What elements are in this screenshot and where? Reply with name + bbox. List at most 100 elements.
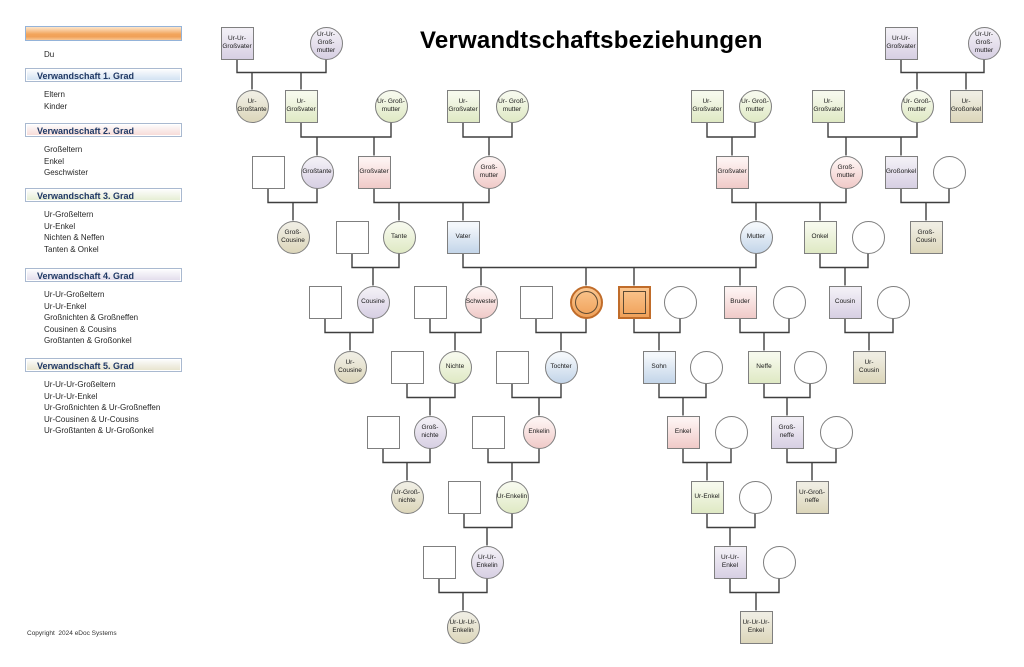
- family-connector: [658, 383, 707, 416]
- legend-item: Großeltern: [44, 145, 83, 154]
- tree-node-ur-grossvater-2: Ur- Großvater: [446, 89, 480, 123]
- legend-item: Ur-Ur-Großeltern: [44, 290, 105, 299]
- tree-node-ur-grossmutter-4: Ur- Groß- mutter: [900, 89, 934, 123]
- legend-item: Ur-Ur-Ur-Enkel: [44, 391, 98, 401]
- node-label: Bruder: [730, 297, 750, 305]
- tree-node-gross-cousin: Groß- Cousin: [909, 220, 943, 254]
- family-connector: [786, 448, 837, 481]
- node-label: Ur-Ur- Großvater: [886, 34, 916, 50]
- tree-node-partnerin-onkel: [851, 220, 885, 254]
- tree-node-mutter: Mutter: [739, 220, 773, 254]
- family-connector: [739, 318, 790, 351]
- node-label: Ur- Großvater: [813, 97, 843, 113]
- node-label: Ur-Ur- Enkelin: [476, 553, 498, 569]
- legend-item: Ur-Großeltern: [44, 210, 94, 219]
- tree-node-onkel: Onkel: [803, 220, 837, 254]
- legend-item: Großtanten & Großonkel: [44, 336, 132, 345]
- legend-item: Eltern: [44, 90, 65, 99]
- tree-node-partnerin-du-maennlich: [663, 285, 697, 319]
- node-label: Ur- Großvater: [448, 97, 478, 113]
- node-label: Ur-Ur- Großvater: [222, 34, 252, 50]
- family-connector: [462, 253, 757, 286]
- legend-group-title-grad-3: Verwandschaft 3. Grad: [25, 188, 182, 202]
- node-label: Ur- Groß- mutter: [377, 97, 405, 113]
- tree-node-grossvater-rechts: Großvater: [715, 155, 749, 189]
- tree-node-partnerin-ur-ur-enkel: [762, 545, 796, 579]
- tree-node-ur-enkelin: Ur-Enkelin: [495, 480, 529, 514]
- tree-node-ur-ur-grossvater-links: Ur-Ur- Großvater: [220, 26, 254, 60]
- node-label: Ur- Groß- mutter: [903, 97, 931, 113]
- legend-item: Ur-Enkel: [44, 221, 76, 231]
- node-label: Nichte: [445, 362, 465, 370]
- tree-node-partner-nichte: [390, 350, 424, 384]
- node-label: Groß- neffe: [778, 423, 796, 439]
- tree-node-ur-ur-ur-enkel: Ur-Ur-Ur- Enkel: [739, 610, 773, 644]
- tree-node-grossonkel: Großonkel: [884, 155, 918, 189]
- tree-node-schwester: Schwester: [464, 285, 498, 319]
- tree-node-ur-grossneffe: Ur-Groß- neffe: [795, 480, 829, 514]
- node-label: Enkelin: [528, 427, 550, 435]
- tree-node-partnerin-cousin: [876, 285, 910, 319]
- legend-item: Enkel: [44, 156, 65, 166]
- tree-node-partner-ur-enkelin: [447, 480, 481, 514]
- family-connector: [900, 188, 950, 221]
- tree-node-ur-grossvater-3: Ur- Großvater: [690, 89, 724, 123]
- tree-node-ur-ur-enkelin: Ur-Ur- Enkelin: [470, 545, 504, 579]
- tree-node-grossvater-links: Großvater: [357, 155, 391, 189]
- tree-node-neffe: Neffe: [747, 350, 781, 384]
- tree-node-tante: Tante: [382, 220, 416, 254]
- tree-node-partnerin-enkel: [714, 415, 748, 449]
- legend-item: Cousinen & Cousins: [44, 324, 117, 334]
- node-label: Mutter: [746, 232, 766, 240]
- legend-group-title-grad-2: Verwandschaft 2. Grad: [25, 123, 182, 137]
- node-label: Schwester: [465, 297, 497, 305]
- family-connector: [731, 188, 847, 221]
- family-connector: [267, 188, 318, 221]
- family-connector: [373, 188, 490, 221]
- page-title: Verwandtschaftsbeziehungen: [420, 27, 763, 54]
- tree-node-ur-grossonkel: Ur- Großonkel: [949, 89, 983, 123]
- tree-node-partnerin-grossneffe: [819, 415, 853, 449]
- tree-node-ur-grossmutter-1: Ur- Groß- mutter: [374, 89, 408, 123]
- legend-item: Ur-Großnichten & Ur-Großneffen: [44, 403, 161, 412]
- family-connector: [706, 513, 756, 546]
- family-connector: [729, 578, 780, 611]
- family-connector: [351, 253, 400, 286]
- node-label: Ur-Ur- Groß- mutter: [974, 30, 994, 55]
- node-label: Ur- Groß- mutter: [741, 97, 769, 113]
- du-color-bar: [25, 26, 182, 41]
- legend-item: Ur-Ur-Ur-Großeltern: [44, 380, 116, 389]
- tree-node-ur-grossvater-1: Ur- Großvater: [284, 89, 318, 123]
- family-connector: [324, 318, 374, 351]
- tree-node-grossnichte: Groß- nichte: [413, 415, 447, 449]
- family-connector: [429, 318, 482, 351]
- tree-node-partner-ur-ur-enkelin: [422, 545, 456, 579]
- tree-node-partnerin-ur-enkel: [738, 480, 772, 514]
- family-connector: [682, 448, 732, 481]
- node-label: Ur-Enkelin: [496, 492, 528, 500]
- family-connector: [462, 122, 513, 156]
- tree-node-ur-enkel: Ur-Enkel: [690, 480, 724, 514]
- family-connector: [382, 448, 431, 481]
- tree-node-bruder: Bruder: [723, 285, 757, 319]
- tree-node-ur-ur-ur-enkelin: Ur-Ur-Ur- Enkelin: [446, 610, 480, 644]
- tree-node-partner-tante: [335, 220, 369, 254]
- node-label: Ur-Groß- nichte: [394, 488, 420, 504]
- node-label: Enkel: [674, 427, 692, 435]
- node-label: Cousine: [361, 297, 385, 305]
- node-label: Ur- Cousin: [858, 358, 880, 374]
- family-connector: [844, 318, 894, 351]
- tree-node-vater: Vater: [446, 220, 480, 254]
- family-connector: [535, 318, 587, 351]
- tree-node-cousin: Cousin: [828, 285, 862, 319]
- family-connector: [819, 253, 869, 286]
- family-connector: [236, 59, 327, 90]
- family-connector: [633, 318, 681, 351]
- family-connector: [487, 448, 540, 481]
- tree-node-partnerin-neffe: [793, 350, 827, 384]
- node-label: Ur- Großvater: [692, 97, 722, 113]
- node-label: Vater: [455, 232, 471, 240]
- family-connector: [463, 513, 513, 546]
